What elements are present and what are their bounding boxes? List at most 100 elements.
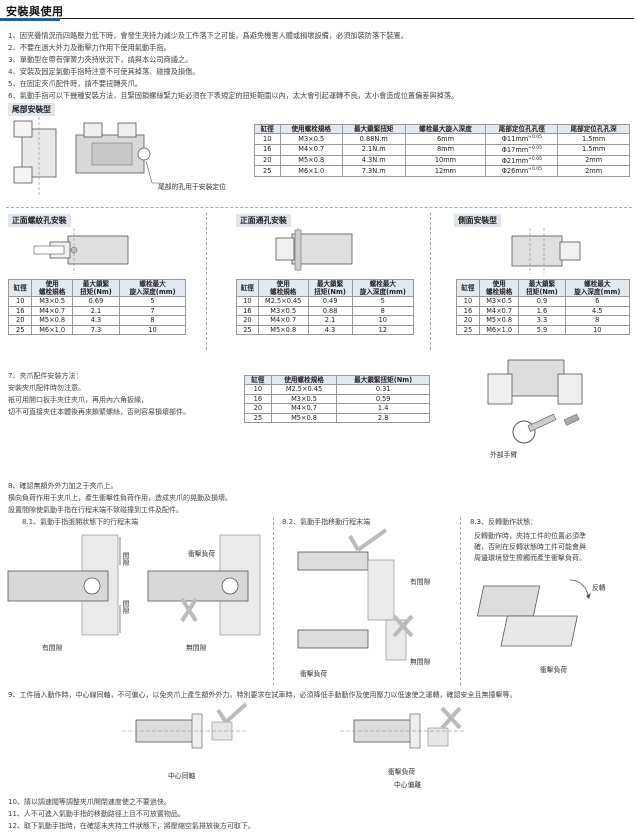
cell: 16: [7, 305, 33, 317]
sub-8-1-title: 8.1、氣動手指張開狀態下的行程末端: [22, 518, 139, 526]
cell: 25: [254, 165, 281, 178]
front-through-title: 正面通孔安裝: [236, 214, 291, 227]
cell: 8: [351, 305, 415, 317]
cell: 2.1N.m: [342, 143, 406, 156]
cell: Φ21mm+0.05: [485, 154, 559, 167]
cell: M5×0.8: [478, 315, 520, 326]
side-mount-title: 側面安裝型: [454, 214, 501, 227]
cell: M6×1.0: [279, 165, 343, 178]
col-bore: 缸徑: [236, 279, 259, 297]
cell: 16: [244, 393, 272, 405]
cell: 5: [119, 296, 186, 307]
col-depth: 螺栓最大 旋入深度(mm): [119, 279, 186, 297]
table-header-row: 缸徑 使用螺栓規格 最大鎖緊扭矩(Nm): [244, 375, 430, 385]
page-title: 安裝與使用: [6, 5, 64, 18]
cell: 4.3: [307, 324, 353, 336]
section-divider: [6, 207, 632, 208]
no-gap-diagram: [147, 534, 261, 636]
col-hole-dia: 尾部定位孔孔徑: [485, 124, 559, 134]
cell: 4.3: [71, 315, 121, 326]
sub-8-3-text-3: 周邊環境發生擦觸而產生衝擊負荷。: [474, 554, 586, 562]
cell: 5.9: [518, 324, 566, 336]
cell: 20: [236, 315, 259, 326]
cell: 0.31: [336, 384, 430, 395]
impact-load-label: 衝擊負荷: [188, 550, 216, 558]
cell: M5×0.8: [31, 315, 73, 326]
gap-label: 間隙: [121, 552, 129, 566]
title-divider: [0, 18, 634, 19]
cell: 10: [351, 315, 415, 326]
impact-load-label: 衝擊負荷: [540, 666, 568, 674]
cell: 1.5mm: [557, 133, 630, 145]
col-hole-depth: 尾部定位孔孔深: [557, 124, 630, 134]
col-bore: 缸徑: [456, 279, 480, 297]
cell: Φ26mm+0.05: [485, 165, 559, 178]
cell: 5: [351, 296, 415, 307]
col-torque: 最大鎖緊 扭矩(Nm): [518, 279, 566, 297]
title-accent-bar: [0, 18, 60, 21]
gap-label: 間隙: [121, 600, 129, 614]
cell: 12mm: [404, 165, 487, 178]
col-bolt: 使用螺栓規格: [279, 124, 343, 134]
col-bolt: 使用 螺栓規格: [478, 279, 520, 297]
col-bolt: 使用螺栓規格: [270, 375, 338, 385]
rear-mount-table: 缸徑 使用螺栓規格 最大鎖緊扭矩 螺栓最大旋入深度 尾部定位孔孔徑 尾部定位孔孔…: [254, 124, 630, 178]
cell: 2.8: [336, 412, 430, 424]
sub-8-3-text-2: 確，否則在反轉狀態時工件可能會與: [474, 543, 586, 551]
cell: 10: [456, 296, 480, 307]
has-gap-label: 有間隙: [42, 644, 63, 652]
rear-mount-caption: 尾部的孔用于安裝定位: [158, 183, 226, 191]
cell: 20: [254, 154, 281, 167]
table-header-row: 缸徑 使用 螺栓規格 最大鎖緊 扭矩(Nm) 螺栓最大 旋入深度(mm): [456, 279, 631, 297]
cell: 0.49: [307, 296, 353, 307]
cell: M5×0.8: [279, 154, 343, 167]
cell: 8: [564, 315, 631, 326]
wrench-label: 外部手臂: [490, 451, 518, 459]
tolerance: +0.05: [528, 135, 542, 140]
sub-8-3-text-1: 反轉動作時，夾持工件的位置必須準: [474, 532, 586, 540]
cell: 0.88: [307, 305, 353, 317]
cell: 10: [236, 296, 259, 307]
footer-item-11: 11、人不可進入氣動手指的移動路徑上且不可放置物品。: [8, 810, 185, 818]
hole-dia-value: Φ21mm: [501, 156, 529, 165]
cell: 10: [244, 384, 272, 395]
gap-ok-diagram: [7, 534, 121, 636]
cell: 7.3: [71, 324, 121, 336]
offset-ng-diagram: [340, 706, 464, 749]
wrench-diagram: [487, 359, 583, 444]
item7-line-2: 安裝夾爪配件時勿注意。: [8, 384, 85, 392]
cell: M4×0.7: [279, 143, 343, 156]
no-gap-label: 無間隙: [410, 658, 431, 666]
hole-dia-value: Φ11mm: [501, 135, 529, 144]
cell: 1.5mm: [557, 143, 630, 156]
column-divider: [273, 517, 274, 685]
cell: M6×1.0: [478, 324, 520, 336]
col-torque: 最大鎖緊 扭矩(Nm): [307, 279, 353, 297]
col-torque: 最大鎖緊扭矩(Nm): [336, 375, 430, 385]
cell: 6mm: [404, 133, 487, 145]
side-mount-diagram: [511, 228, 581, 274]
col-bore: 缸徑: [7, 279, 33, 297]
cell: Φ11mm+0.05: [485, 133, 559, 145]
item8-line-3: 設置間隙使氣動手指在行程末端不致碰撞到工件及配件。: [8, 506, 183, 514]
item7-line-4: 切不可直接夾住本體後再來鎖緊螺絲，否則容易損壞部件。: [8, 408, 190, 416]
footer-item-12: 12、取下氣動手指時，在確認未夾持工件狀態下，將壓縮空氣排放後方可取下。: [8, 822, 255, 830]
cell: 10: [254, 133, 281, 145]
tolerance: +0.05: [528, 167, 542, 173]
rear-mount-diagram: [13, 117, 159, 195]
reverse-motion-diagram: [476, 579, 591, 647]
cell: 1.6: [518, 305, 566, 317]
cell: M5×0.8: [257, 324, 309, 336]
cell: 16: [254, 143, 281, 156]
